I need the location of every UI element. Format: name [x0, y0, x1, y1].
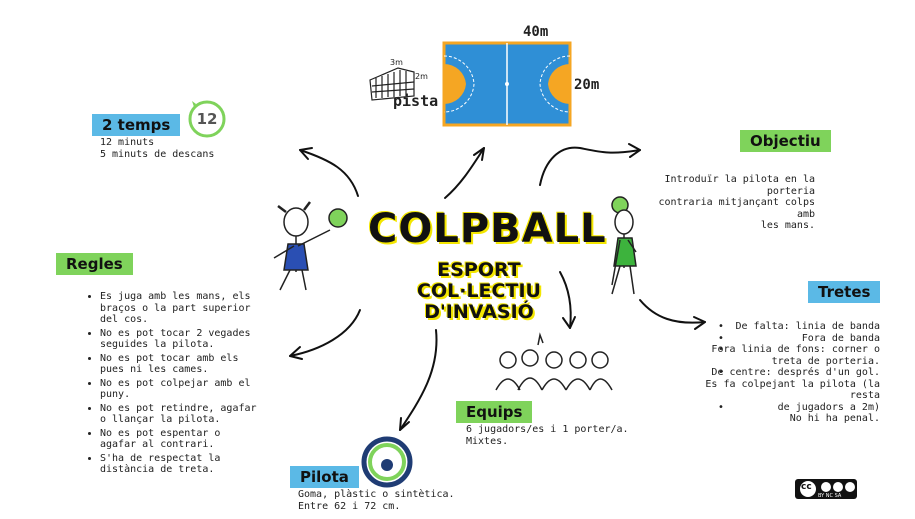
- temps-line-2: 5 minuts de descans: [100, 148, 215, 160]
- goal-width-label: 3m: [390, 58, 403, 67]
- court-width-label: 20m: [574, 77, 600, 93]
- arrows: [289, 143, 706, 431]
- ball-logo-icon: [361, 436, 413, 488]
- objectiu-line-1: Introduïr la pilota en la porteria: [664, 174, 815, 197]
- team-icon: [495, 332, 613, 391]
- regles-list: Es juga amb les mans, els braços o la pa…: [88, 291, 258, 478]
- tretes-bullets: • • • • • • • •: [718, 321, 724, 413]
- objectiu-text: Introduïr la pilota en la porteria contr…: [640, 174, 815, 232]
- license-sub: BY NC SA: [818, 493, 842, 499]
- pilota-text: Goma, plàstic o sintètica. Entre 62 i 72…: [298, 489, 455, 512]
- player-right-icon: [611, 196, 637, 295]
- pilota-line-1: Goma, plàstic o sintètica.: [298, 489, 455, 500]
- court-length-label: 40m: [523, 24, 549, 40]
- equips-text: 6 jugadors/es i 1 porter/a. Mixtes.: [466, 424, 629, 447]
- regles-item: No es pot espentar o agafar al contrari.: [100, 428, 258, 451]
- goal-height-label: 2m: [415, 72, 428, 81]
- clock-badge-icon: [188, 100, 226, 138]
- license-text: cc: [801, 482, 812, 492]
- equips-label: Equips: [456, 401, 533, 423]
- objectiu-line-2: contraria mitjançant colps amb: [658, 197, 815, 220]
- subtitle-line-1: ESPORT: [437, 259, 521, 281]
- pilota-line-2: Entre 62 i 72 cm.: [298, 500, 401, 512]
- tretes-line-5: De centre: després d'un gol.: [711, 367, 880, 378]
- regles-label: Regles: [56, 253, 133, 275]
- tretes-line-7: de jugadors a 2m): [777, 401, 880, 413]
- regles-item: Es juga amb les mans, els braços o la pa…: [100, 291, 258, 326]
- regles-item: No es pot tocar 2 vegades seguides la pi…: [100, 328, 258, 351]
- bullet-dot: •: [718, 332, 724, 344]
- pilota-label: Pilota: [290, 466, 359, 488]
- tretes-line-6: Es fa colpejant la pilota (la resta: [705, 378, 880, 402]
- subtitle: ESPORT COL·LECTIU D'INVASIÓ: [404, 260, 554, 323]
- pista-label: pista: [393, 92, 439, 110]
- tretes-line-2: Fora de banda: [801, 332, 880, 344]
- temps-label: 2 temps: [92, 114, 181, 136]
- temps-line-1: 12 minuts: [100, 137, 155, 148]
- license-icon: [795, 479, 857, 499]
- bullet-dot: •: [718, 401, 724, 413]
- bullet-dot: •: [718, 367, 724, 378]
- objectiu-line-3: les mans.: [760, 220, 815, 231]
- main-title: COLPBALL: [368, 206, 607, 252]
- regles-item: S'ha de respectat la distància de treta.: [100, 453, 258, 476]
- tretes-line-3: Fora linia de fons: corner o: [711, 344, 880, 355]
- tretes-text: De falta: linia de banda Fora de banda F…: [700, 321, 880, 425]
- court-icon: [442, 41, 572, 127]
- bullet-dot: •: [718, 344, 724, 355]
- goal-icon: [369, 67, 415, 101]
- regles-item: No es pot colpejar amb el puny.: [100, 378, 258, 401]
- tretes-line-1: De falta: linia de banda: [735, 321, 881, 332]
- subtitle-line-2: COL·LECTIU: [417, 280, 541, 302]
- tretes-line-4: treta de porteria.: [771, 355, 880, 367]
- equips-line-2: Mixtes.: [466, 435, 509, 447]
- bullet-dot: •: [718, 321, 724, 332]
- temps-text: 12 minuts 5 minuts de descans: [100, 137, 214, 160]
- tretes-label: Tretes: [808, 281, 881, 303]
- temps-badge: 12: [196, 110, 218, 128]
- regles-item: No es pot retindre, agafar o llançar la …: [100, 403, 258, 426]
- objectiu-label: Objectiu: [740, 130, 831, 152]
- regles-item: No es pot tocar amb els pues ni les came…: [100, 353, 258, 376]
- player-left-icon: [273, 201, 348, 291]
- equips-line-1: 6 jugadors/es i 1 porter/a.: [466, 424, 629, 435]
- subtitle-line-3: D'INVASIÓ: [424, 301, 534, 323]
- tretes-line-8: No hi ha penal.: [789, 413, 880, 424]
